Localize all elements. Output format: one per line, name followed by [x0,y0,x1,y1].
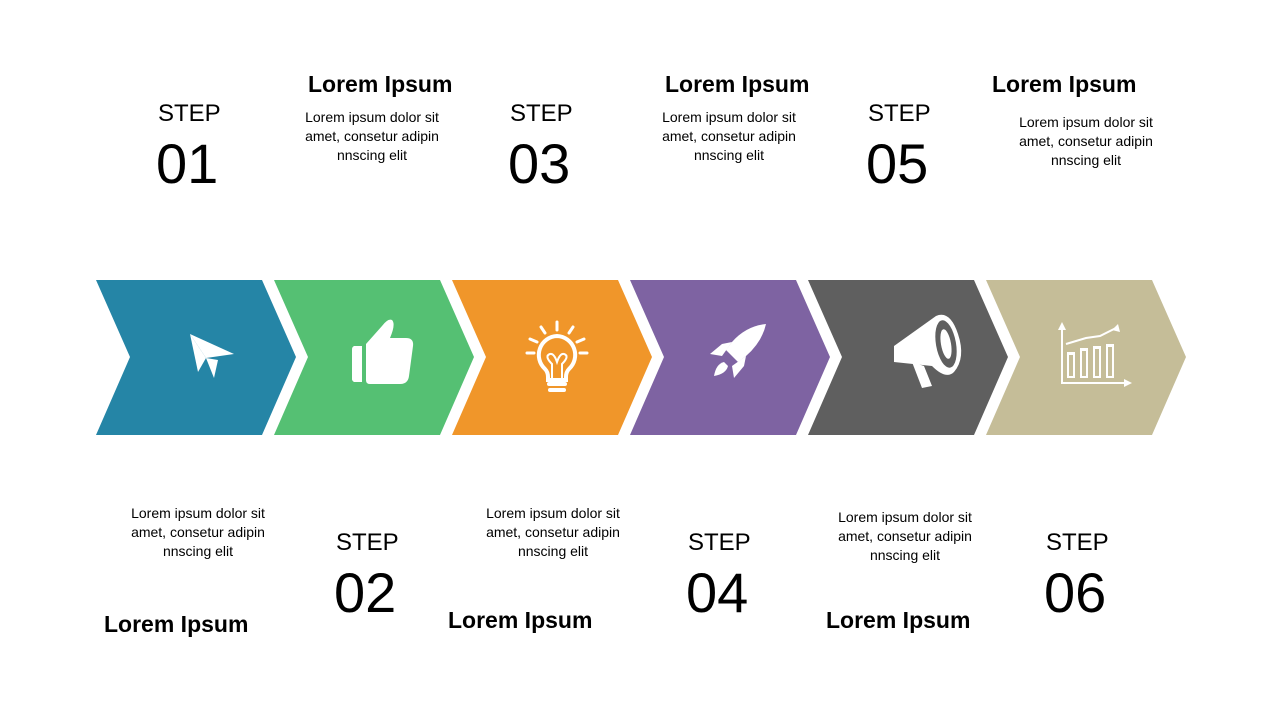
step-description-03: Lorem ipsum dolor sit amet, consetur adi… [486,505,620,559]
step-number-02: 02 [334,561,397,624]
megaphone-icon [894,314,962,388]
step-label-06: STEP [1046,529,1109,556]
thumbs-up-icon [351,319,414,384]
rocket-icon [710,324,766,378]
paper-plane-icon [190,334,234,378]
step-number-06: 06 [1044,561,1107,624]
step-number-01: 01 [156,132,219,195]
step-description-05: Lorem ipsum dolor sit amet, consetur adi… [838,509,972,563]
chevron-step-03 [452,280,652,435]
step-label-04: STEP [688,529,751,556]
step-label-03: STEP [510,100,573,127]
step-description-06: Lorem ipsum dolor sit amet, consetur adi… [1019,114,1153,168]
step-number-05: 05 [866,132,929,195]
chevron-step-04 [630,280,830,435]
step-number-03: 03 [508,132,571,195]
step-number-04: 04 [686,561,749,624]
step-title-02: Lorem Ipsum [308,71,453,97]
step-label-05: STEP [868,100,931,127]
step-description-02: Lorem ipsum dolor sit amet, consetur adi… [305,109,439,163]
step-title-04: Lorem Ipsum [665,71,810,97]
step-description-01: Lorem ipsum dolor sit amet, consetur adi… [131,505,265,559]
step-title-05: Lorem Ipsum [826,607,971,633]
lightbulb-icon [525,320,589,392]
step-description-04: Lorem ipsum dolor sit amet, consetur adi… [662,109,796,163]
bar-chart-icon [1058,322,1132,387]
step-title-03: Lorem Ipsum [448,607,593,633]
step-label-01: STEP [158,100,221,127]
step-title-06: Lorem Ipsum [992,71,1137,97]
step-title-01: Lorem Ipsum [104,611,249,637]
step-label-02: STEP [336,529,399,556]
